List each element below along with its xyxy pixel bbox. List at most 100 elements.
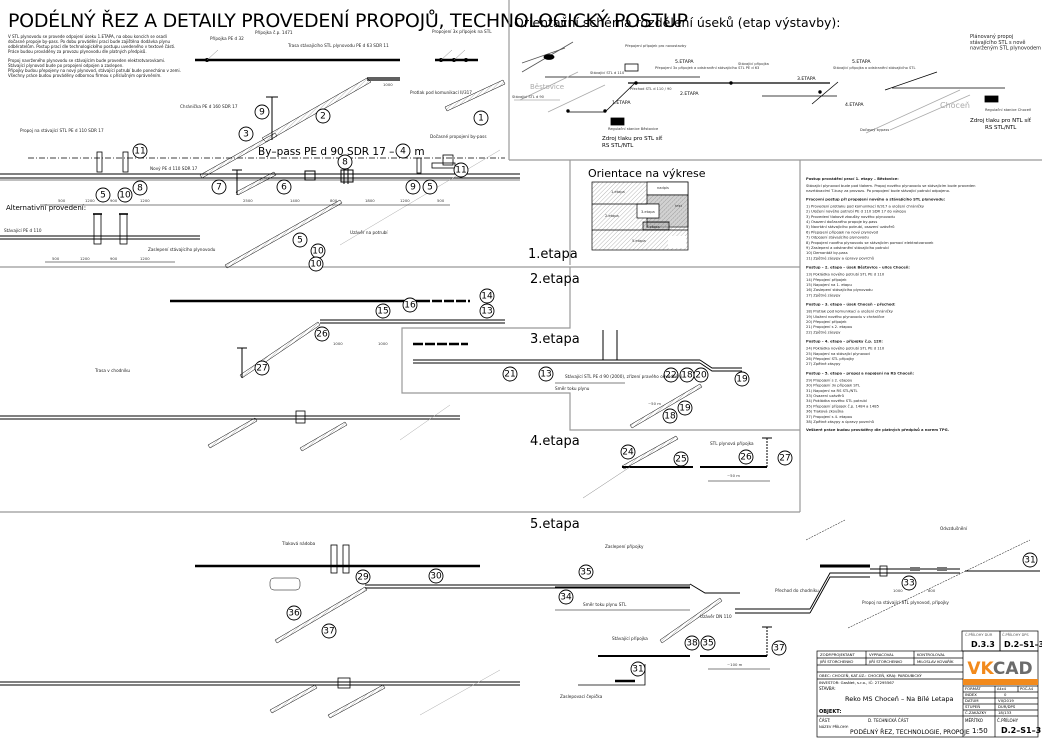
tb-stavba: Reko MS Choceň – Na Bílé Letapa [845, 695, 954, 703]
tb-attachment-name: PODÉLNÝ ŘEZ, TECHNOLOGIE, PROPOJE [850, 728, 970, 736]
item-marker: 7 [211, 179, 227, 195]
tb-label: DATUM [965, 698, 979, 703]
procedure-step: 38) Zpětné zásypy a úpravy povrchů [806, 420, 874, 424]
marker-circle [132, 180, 148, 196]
marker-number: 11 [134, 147, 145, 157]
item-marker: 37 [321, 623, 337, 639]
item-marker: 6 [276, 179, 292, 195]
marker-circle [405, 179, 421, 195]
marker-number: 19 [736, 375, 748, 385]
pipe-label: Přípojka PE d 32 [210, 36, 244, 41]
procedure-step: 15) Napojení na 1. etapu [806, 283, 852, 287]
marker-number: 19 [679, 404, 691, 414]
pipe-label: Přechod do chodníku [775, 588, 819, 593]
marker-circle [677, 400, 693, 416]
pipe-label: Chránička PE d 160 SDR 17 [180, 104, 238, 109]
marker-number: 6 [281, 183, 287, 193]
item-marker: 8 [132, 180, 148, 196]
item-marker: 25 [673, 451, 689, 467]
marker-circle [355, 569, 371, 585]
marker-number: 29 [357, 573, 369, 583]
procedure-step: 34) Pokládka nového STL potrubí [806, 399, 868, 403]
alt-label: Alternativní provedení: [6, 204, 86, 212]
marker-circle [630, 661, 646, 677]
pipe-label: Zaslepení přípojky [605, 544, 644, 549]
dimension-value: 800 [928, 588, 936, 593]
marker-circle [254, 104, 270, 120]
item-marker: 26 [314, 326, 330, 342]
scheme-etapa-1: 1.ETAPA [612, 100, 631, 106]
marker-number: 16 [404, 301, 416, 311]
item-marker: 1 [473, 110, 489, 126]
dimension-value: ~50 m [727, 473, 740, 478]
procedure-step: 25) Napojení na stávající plynovod [806, 352, 870, 356]
note-line: V STL plynovodu se provede odpojení úsek… [8, 34, 168, 39]
procedure-step: 22) Zpětné zásypy [806, 330, 841, 334]
item-marker: 13 [479, 303, 495, 319]
marker-number: 7 [216, 183, 222, 193]
item-marker: 8 [337, 154, 353, 170]
procedure-heading: Pracovní postup při propojení nového a s… [806, 197, 946, 201]
item-marker: 2 [315, 108, 331, 124]
procedure-step: 2) Uložení nového potrubí PE d 110 SDR 1… [806, 210, 906, 214]
procedure-step: 1) Provedení protlaku pod komunikací II/… [806, 204, 925, 208]
tb-label: STUPEŇ [965, 704, 980, 709]
dimension-value: 1000 [378, 341, 388, 346]
pipe-label: Trasa stávajícího STL plynovodu PE d 63 … [287, 43, 389, 48]
tb-name: JIŘÍ STORCHENKO [868, 659, 902, 664]
procedure-step: 21) Propojení s 2. etapou [806, 325, 852, 329]
marker-circle [901, 575, 917, 591]
logo-cad: CAD [993, 659, 1033, 679]
item-marker: 18 [662, 408, 678, 424]
scheme-note: Dočasný bypass [860, 128, 889, 132]
dimension-value: 500 [437, 198, 445, 203]
marker-circle [663, 367, 679, 383]
pipe-label: Propoj na stávající STL plynovod, přípoj… [862, 600, 949, 605]
scheme-title: Orientační schéma rozdělení úseků (etap … [514, 15, 841, 30]
dimension-value: ~100 m [727, 662, 743, 667]
procedure-heading: Postup – 3. etapa – úsek Choceň – přecho… [806, 303, 896, 307]
orientation-map [591, 181, 689, 251]
item-marker: 20 [693, 367, 709, 383]
marker-number: 4 [400, 147, 406, 157]
marker-number: 31 [1024, 556, 1035, 566]
procedure-step: 9) Zaslepení a odstranění stávajícího po… [806, 246, 890, 250]
item-marker: 15 [375, 303, 391, 319]
orientation-labels: 1.etapa nadpis 2.etapa 3.etapa 4.etapa t… [605, 186, 683, 243]
item-marker: 5 [292, 232, 308, 248]
item-marker: 38 [684, 635, 700, 651]
marker-circle [693, 367, 709, 383]
tb-investor: INVESTOR: GasNet, s.r.o., IČ: 27295567 [819, 680, 895, 685]
marker-number: 9 [410, 183, 416, 193]
source-stl-label-2: RS STL/NTL [602, 143, 634, 149]
scheme-note: Stávající přípojka a odstranění stávajíc… [833, 66, 916, 70]
tb-format: A4x4 [997, 687, 1007, 691]
marker-number: 18 [664, 412, 676, 422]
etapa-4-drawing [582, 435, 772, 499]
procedure-line: Stávající plynovod bude pod tlakem. Prop… [806, 184, 976, 188]
tb-name: JIŘÍ STORCHENKO [819, 659, 853, 664]
marker-circle [538, 366, 554, 382]
marker-circle [422, 179, 438, 195]
drawing-title: PODÉLNÝ ŘEZ A DETAILY PROVEDENÍ PROPOJŮ,… [8, 8, 688, 32]
doc-number-dur: D.3.3 [971, 640, 995, 649]
section-frames [0, 0, 1042, 513]
company-logo: VKCAD VKCAD [967, 659, 1032, 679]
procedure-step: 11) Zpětné zásypy a úpravy povrchů [806, 256, 874, 260]
tb-col-label: KONTROLOVAL [917, 652, 946, 657]
scheme-labels: Běstovice Choceň 1.ETAPA 2.ETAPA 3.ETAPA… [512, 33, 1041, 149]
marker-circle [428, 568, 444, 584]
source-ntl-label: Zdroj tlaku pro NTL síť [970, 117, 1032, 124]
marker-number: 24 [622, 448, 634, 458]
note-line: Přípojky budou přepojeny na nový plynovo… [8, 68, 181, 73]
pipe-label: Trasa v chodníku [94, 368, 130, 373]
scheme-diagram [514, 41, 1005, 134]
orientation-title: Orientace na výkrese [588, 167, 706, 180]
procedure-line: navrtávacími T-kusy za provozu. Po propo… [806, 189, 950, 193]
tb-label: MĚŘÍTKO [965, 718, 983, 723]
marker-number: 8 [137, 184, 143, 194]
marker-circle [684, 635, 700, 651]
